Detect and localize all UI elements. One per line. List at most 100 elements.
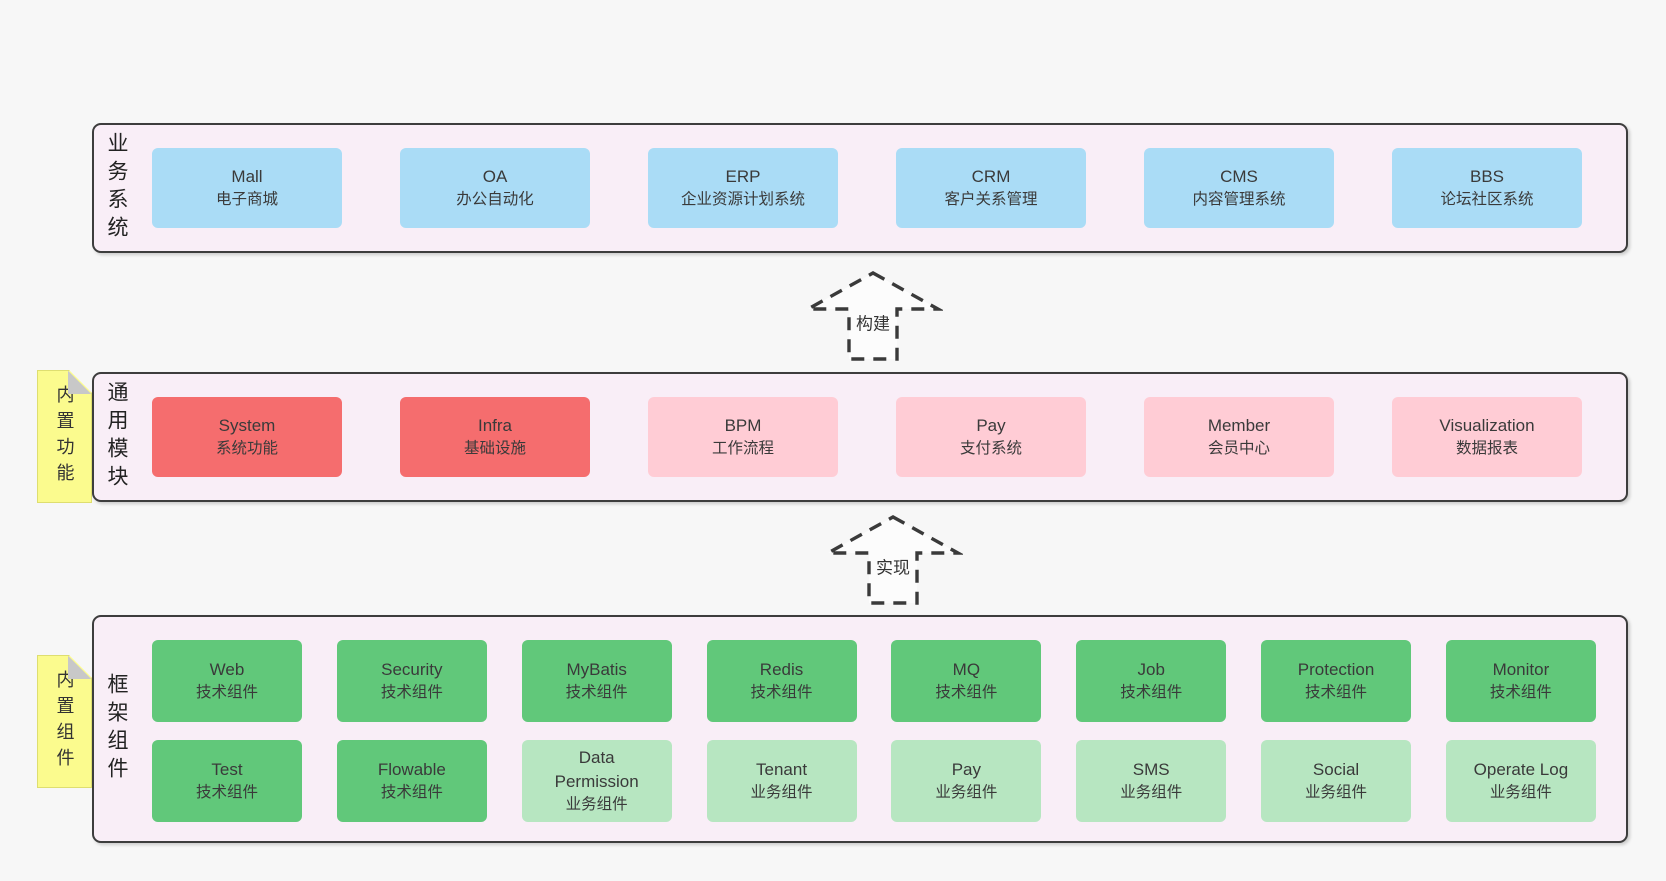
box-system: System 系统功能 xyxy=(152,397,342,477)
box-subtitle: 技术组件 xyxy=(935,684,998,702)
box-title: Monitor xyxy=(1492,659,1550,679)
box-title: System xyxy=(218,415,276,435)
arrow-build: 构建 xyxy=(803,270,943,362)
box-subtitle: 业务组件 xyxy=(1120,784,1183,802)
box-title: Social xyxy=(1312,759,1360,779)
box-bpm: BPM 工作流程 xyxy=(648,397,838,477)
box-protection: Protection 技术组件 xyxy=(1261,640,1412,722)
box-subtitle: 内容管理系统 xyxy=(1192,191,1286,209)
box-operate-log: Operate Log 业务组件 xyxy=(1445,740,1596,822)
box-subtitle: 工作流程 xyxy=(711,440,774,458)
box-title: Security xyxy=(381,659,443,679)
box-subtitle: 业务组件 xyxy=(1489,784,1552,802)
box-infra: Infra 基础设施 xyxy=(400,397,590,477)
box-title: CMS xyxy=(1220,166,1258,186)
box-subtitle: 业务组件 xyxy=(935,784,998,802)
box-subtitle: 客户关系管理 xyxy=(944,191,1038,209)
box-pay: Pay 支付系统 xyxy=(896,397,1086,477)
box-sms: SMS 业务组件 xyxy=(1076,740,1227,822)
box-title: Flowable xyxy=(377,759,446,779)
box-subtitle: 支付系统 xyxy=(959,440,1022,458)
box-test: Test 技术组件 xyxy=(152,740,302,822)
arrow-implement: 实现 xyxy=(823,514,963,606)
box-flowable: Flowable 技术组件 xyxy=(336,740,487,822)
box-subtitle: 技术组件 xyxy=(380,684,443,702)
arrow-build-label: 构建 xyxy=(853,308,893,336)
box-security: Security 技术组件 xyxy=(336,640,487,722)
band-label-common-modules: 通用模块 xyxy=(105,381,128,493)
box-subtitle: 业务组件 xyxy=(1305,784,1368,802)
box-title: Test xyxy=(211,759,243,779)
box-job: Job 技术组件 xyxy=(1076,640,1227,722)
framework-components-grid: Web 技术组件 Security 技术组件 MyBatis 技术组件 Redi… xyxy=(152,640,1596,822)
box-title: BBS xyxy=(1469,166,1505,186)
box-subtitle: 技术组件 xyxy=(1489,684,1552,702)
box-subtitle: 技术组件 xyxy=(195,784,258,802)
box-title: Redis xyxy=(759,659,804,679)
box-title: MQ xyxy=(952,659,981,679)
band-label-business-systems: 业务系统 xyxy=(105,132,128,244)
box-subtitle: 会员中心 xyxy=(1207,440,1270,458)
box-subtitle: 基础设施 xyxy=(463,440,526,458)
box-subtitle: 企业资源计划系统 xyxy=(680,191,805,209)
box-mall: Mall 电子商城 xyxy=(152,148,342,228)
box-subtitle: 电子商城 xyxy=(215,191,278,209)
box-subtitle: 技术组件 xyxy=(565,684,628,702)
box-title: SMS xyxy=(1132,759,1170,779)
box-bbs: BBS 论坛社区系统 xyxy=(1392,148,1582,228)
box-member: Member 会员中心 xyxy=(1144,397,1334,477)
box-title: Visualization xyxy=(1439,415,1535,435)
box-title: Data Permission xyxy=(554,747,639,791)
sticky-note-builtin-features: 内置功能 xyxy=(37,370,92,503)
box-title: Job xyxy=(1137,659,1165,679)
note-label: 内置功能 xyxy=(54,384,75,489)
box-subtitle: 技术组件 xyxy=(380,784,443,802)
box-subtitle: 技术组件 xyxy=(195,684,258,702)
band-label-framework-components: 框架组件 xyxy=(105,673,128,785)
folded-corner-icon xyxy=(68,656,91,679)
sticky-note-builtin-components: 内置组件 xyxy=(37,655,92,788)
box-title: Tenant xyxy=(756,759,808,779)
business-systems-row: Mall 电子商城 OA 办公自动化 ERP 企业资源计划系统 CRM 客户关系… xyxy=(152,125,1582,251)
box-subtitle: 技术组件 xyxy=(1305,684,1368,702)
box-title: Web xyxy=(209,659,245,679)
band-common-modules: 通用模块 System 系统功能 Infra 基础设施 BPM 工作流程 Pay… xyxy=(92,372,1628,502)
box-data-permission: Data Permission 业务组件 xyxy=(521,740,672,822)
box-subtitle: 数据报表 xyxy=(1455,440,1518,458)
box-mybatis: MyBatis 技术组件 xyxy=(521,640,672,722)
box-crm: CRM 客户关系管理 xyxy=(896,148,1086,228)
box-erp: ERP 企业资源计划系统 xyxy=(648,148,838,228)
band-business-systems: 业务系统 Mall 电子商城 OA 办公自动化 ERP 企业资源计划系统 CRM… xyxy=(92,123,1628,253)
box-title: MyBatis xyxy=(566,659,627,679)
box-web: Web 技术组件 xyxy=(152,640,302,722)
framework-components-row-1: Web 技术组件 Security 技术组件 MyBatis 技术组件 Redi… xyxy=(152,640,1596,722)
box-title: CRM xyxy=(971,166,1011,186)
box-title: Operate Log xyxy=(1473,759,1569,779)
box-cms: CMS 内容管理系统 xyxy=(1144,148,1334,228)
box-tenant: Tenant 业务组件 xyxy=(706,740,857,822)
arrow-implement-label: 实现 xyxy=(873,552,913,580)
folded-corner-icon xyxy=(68,371,91,394)
box-title: BPM xyxy=(724,415,762,435)
box-monitor: Monitor 技术组件 xyxy=(1445,640,1596,722)
box-title: Member xyxy=(1207,415,1271,435)
box-redis: Redis 技术组件 xyxy=(706,640,857,722)
box-title: OA xyxy=(482,166,508,186)
box-oa: OA 办公自动化 xyxy=(400,148,590,228)
box-title: ERP xyxy=(725,166,761,186)
box-title: Protection xyxy=(1297,659,1375,679)
common-modules-row: System 系统功能 Infra 基础设施 BPM 工作流程 Pay 支付系统… xyxy=(152,374,1582,500)
box-subtitle: 论坛社区系统 xyxy=(1440,191,1534,209)
box-social: Social 业务组件 xyxy=(1261,740,1412,822)
box-subtitle: 业务组件 xyxy=(565,796,628,814)
band-framework-components: 框架组件 Web 技术组件 Security 技术组件 MyBatis 技术组件… xyxy=(92,615,1628,843)
box-pay-biz: Pay 业务组件 xyxy=(891,740,1042,822)
framework-components-row-2: Test 技术组件 Flowable 技术组件 Data Permission … xyxy=(152,740,1596,822)
box-mq: MQ 技术组件 xyxy=(891,640,1042,722)
box-subtitle: 技术组件 xyxy=(1120,684,1183,702)
box-subtitle: 技术组件 xyxy=(750,684,813,702)
box-title: Pay xyxy=(976,415,1006,435)
box-visualization: Visualization 数据报表 xyxy=(1392,397,1582,477)
box-subtitle: 系统功能 xyxy=(215,440,278,458)
box-title: Infra xyxy=(477,415,513,435)
